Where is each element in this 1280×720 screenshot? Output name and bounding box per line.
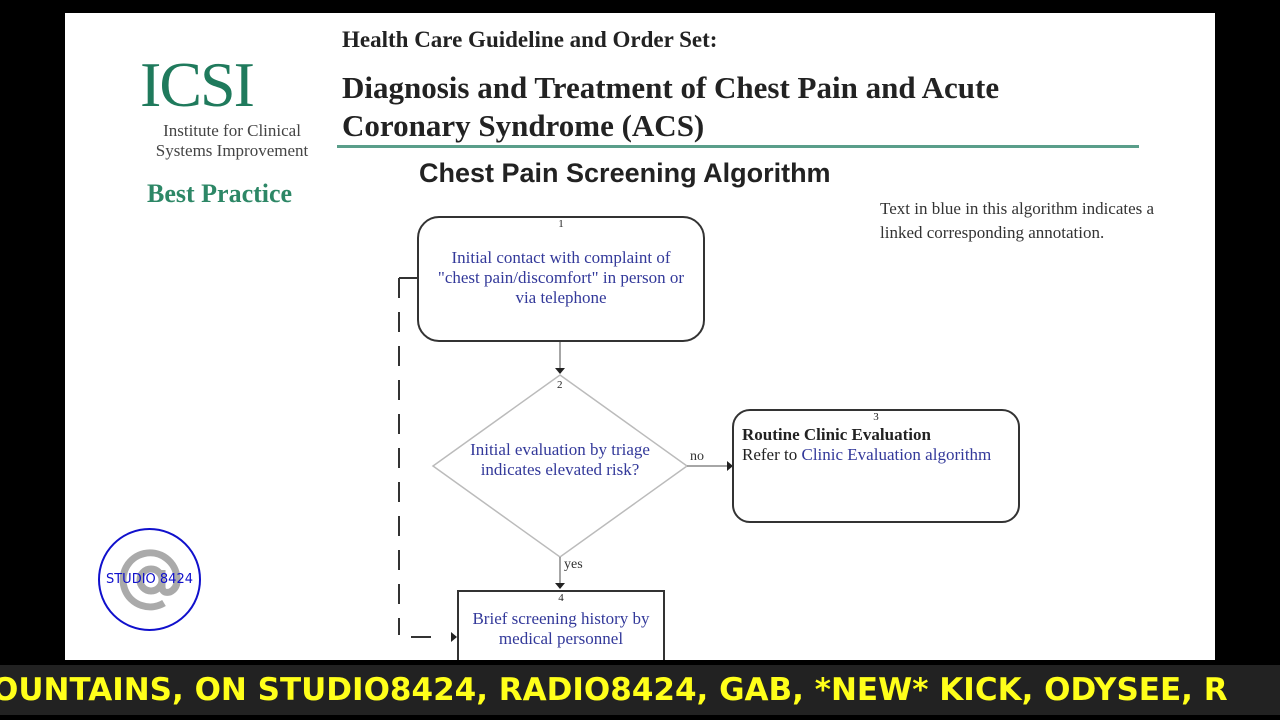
node-number: 4	[558, 592, 564, 604]
node-2-number: 2	[557, 379, 563, 391]
node-2-decision-text[interactable]: Initial evaluation by triage indicates e…	[470, 440, 650, 479]
flow-connectors	[398, 277, 733, 642]
news-ticker: OUNTAINS, ON STUDIO8424, RADIO8424, GAB,…	[0, 665, 1280, 715]
ticker-text: OUNTAINS, ON STUDIO8424, RADIO8424, GAB,…	[0, 672, 1228, 708]
guideline-title: Diagnosis and Treatment of Chest Pain an…	[342, 69, 999, 145]
icsi-logo: ICSI	[140, 49, 255, 120]
edge-no-label: no	[690, 449, 704, 464]
guideline-kicker: Health Care Guideline and Order Set:	[342, 27, 718, 52]
title-line-1: Diagnosis and Treatment of Chest Pain an…	[342, 70, 1000, 105]
studio-watermark: STUDIO 8424	[98, 528, 201, 631]
node-3-routine-evaluation[interactable]: 3 Routine Clinic Evaluation Refer to Cli…	[732, 409, 1020, 523]
node-text[interactable]: Initial contact with complaint of "chest…	[437, 248, 685, 307]
at-sign-icon	[119, 549, 181, 611]
node-number: 1	[558, 218, 564, 230]
node-4-screening-history[interactable]: 4 Brief screening history by medical per…	[457, 590, 665, 660]
clinic-evaluation-link[interactable]: Clinic Evaluation algorithm	[801, 445, 992, 464]
node-title: Routine Clinic Evaluation	[742, 425, 931, 444]
algorithm-title: Chest Pain Screening Algorithm	[419, 158, 831, 188]
watermark-text: STUDIO 8424	[105, 572, 193, 587]
node-1-initial-contact[interactable]: 1 Initial contact with complaint of "che…	[417, 216, 705, 342]
title-rule	[337, 145, 1139, 148]
node-number: 3	[873, 411, 879, 423]
node-prefix: Refer to	[742, 445, 802, 464]
legend-note: Text in blue in this algorithm indicates…	[880, 199, 1155, 242]
node-text[interactable]: Brief screening history by medical perso…	[472, 609, 650, 648]
slide: ICSI Institute for Clinical Systems Impr…	[65, 13, 1215, 660]
best-practice-label: Best Practice	[147, 179, 293, 208]
org-name: Institute for Clinical Systems Improveme…	[155, 121, 309, 160]
title-line-2: Coronary Syndrome (ACS)	[342, 108, 705, 143]
edge-yes-label: yes	[564, 557, 583, 572]
